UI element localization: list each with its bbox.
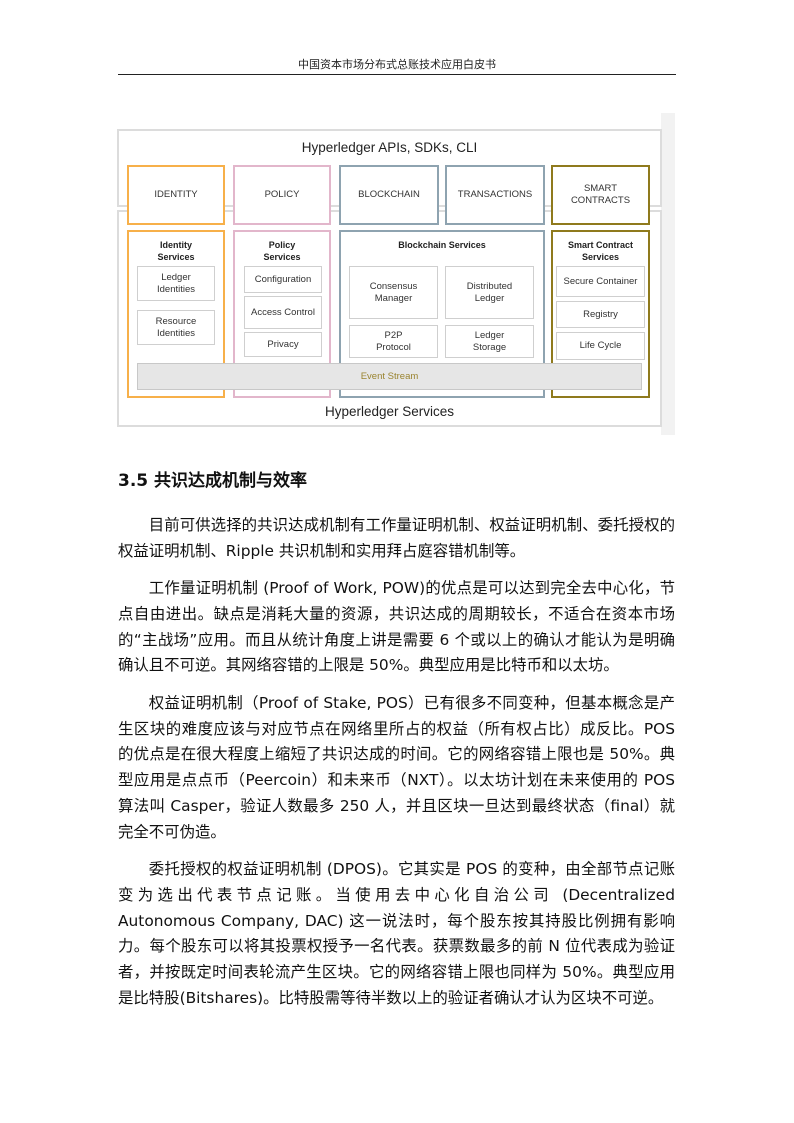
body-text: 目前可供选择的共识达成机制有工作量证明机制、权益证明机制、委托授权的权益证明机制… <box>118 513 675 1023</box>
resource-identities-box: Resource Identities <box>137 310 215 345</box>
policy-services-title: Policy Services <box>263 240 301 262</box>
privacy-box: Privacy <box>244 332 322 357</box>
policy-box: POLICY <box>233 165 331 225</box>
figure-edge <box>661 113 675 435</box>
event-stream-bar: Event Stream <box>137 363 642 390</box>
configuration-box: Configuration <box>244 266 322 293</box>
paragraph: 目前可供选择的共识达成机制有工作量证明机制、权益证明机制、委托授权的权益证明机制… <box>118 516 675 560</box>
services-layer-title: Hyperledger Services <box>324 404 455 419</box>
registry-box: Registry <box>556 301 645 328</box>
secure-container-box: Secure Container <box>556 266 645 297</box>
running-header: 中国资本市场分布式总账技术应用白皮书 <box>298 58 496 71</box>
paragraph: 权益证明机制（Proof of Stake, POS）已有很多不同变种，但基本概… <box>118 693 675 841</box>
access-control-box: Access Control <box>244 296 322 329</box>
consensus-manager-box: Consensus Manager <box>349 266 438 319</box>
header-divider <box>118 74 676 75</box>
api-layer-title: Hyperledger APIs, SDKs, CLI <box>301 140 478 155</box>
identity-box: IDENTITY <box>127 165 225 225</box>
paragraph: 工作量证明机制 (Proof of Work, POW)的优点是可以达到完全去中… <box>118 579 675 675</box>
identity-services-title: Identity Services <box>157 240 195 262</box>
life-cycle-box: Life Cycle <box>556 332 645 360</box>
smart-contract-services-title: Smart Contract Services <box>567 240 633 262</box>
smart-contracts-box: SMART CONTRACTS <box>551 165 650 225</box>
distributed-ledger-box: Distributed Ledger <box>445 266 534 319</box>
blockchain-box: BLOCKCHAIN <box>339 165 439 225</box>
hyperledger-architecture-diagram: Hyperledger APIs, SDKs, CLI Hyperledger … <box>113 113 675 435</box>
transactions-box: TRANSACTIONS <box>445 165 545 225</box>
paragraph: 委托授权的权益证明机制 (DPOS)。它其实是 POS 的变种，由全部节点记账变… <box>118 860 675 1008</box>
blockchain-services-title: Blockchain Services <box>398 240 486 250</box>
p2p-protocol-box: P2P Protocol <box>349 325 438 358</box>
section-heading: 3.5 共识达成机制与效率 <box>118 471 308 491</box>
ledger-identities-box: Ledger Identities <box>137 266 215 301</box>
ledger-storage-box: Ledger Storage <box>445 325 534 358</box>
